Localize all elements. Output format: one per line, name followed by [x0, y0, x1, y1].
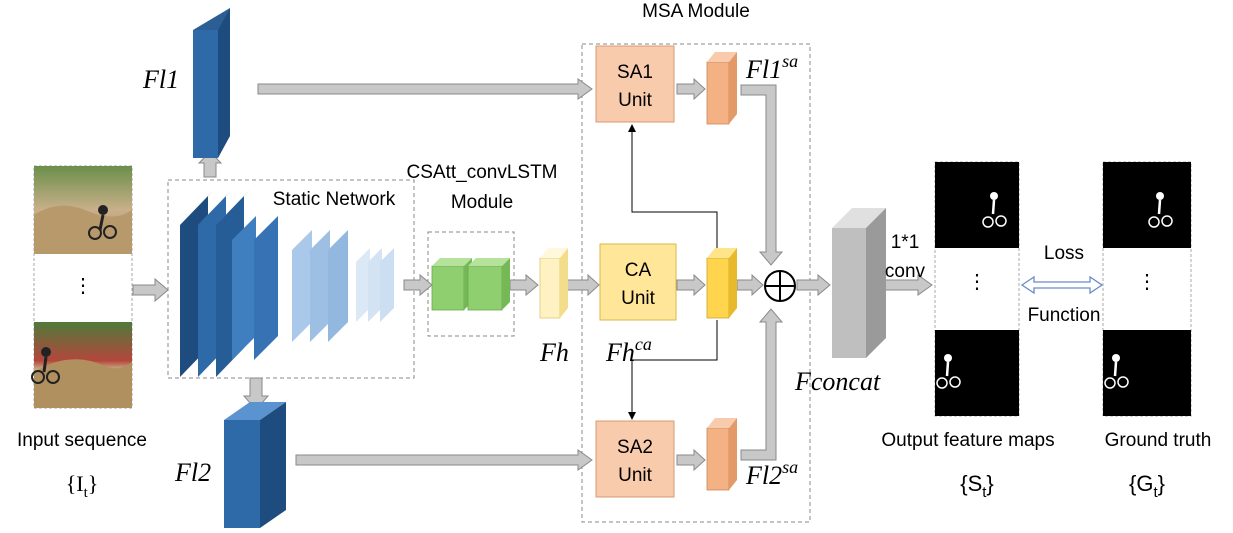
- svg-text:{St}: {St}: [960, 471, 994, 501]
- ca-unit-line1: CA: [625, 260, 652, 281]
- ground-truth-symbol: {Gt}: [1129, 471, 1165, 501]
- fhca-feature-block: [706, 248, 737, 319]
- function-label: Function: [1028, 305, 1101, 326]
- output-symbol: {St}: [960, 471, 994, 501]
- attention-connectors: [628, 124, 718, 420]
- ca-unit: [599, 243, 677, 321]
- input-sequence-stack: ⋮: [31, 165, 133, 409]
- fl1-feature-block: [193, 2, 240, 158]
- fl2-label: Fl2: [174, 458, 211, 487]
- fl2sa-feature-block: [706, 418, 737, 491]
- fl1sa-label: Fl1sa: [745, 51, 798, 84]
- csatt-module-title-1: CSAtt_convLSTM: [407, 162, 558, 183]
- output-feature-maps-label: Output feature maps: [881, 430, 1054, 451]
- csatt-module-box: [427, 231, 515, 337]
- sa1-unit-line1: SA1: [617, 62, 653, 83]
- conv-block-3: [292, 226, 352, 342]
- static-network-box: [167, 179, 415, 379]
- static-network-title: Static Network: [273, 189, 396, 210]
- input-sequence-label: Input sequence: [17, 430, 147, 451]
- csatt-module-title-2: Module: [451, 192, 513, 213]
- conv-block-4: [356, 244, 398, 322]
- msa-module-title: MSA Module: [642, 1, 750, 22]
- input-symbol: {It}: [66, 471, 99, 501]
- fh-feature-block: [539, 248, 568, 319]
- static-network-layers: [180, 190, 398, 377]
- output-feature-maps: ⋮: [934, 161, 1020, 417]
- conv-block-2: [232, 212, 282, 360]
- sa2-unit-line2: Unit: [618, 465, 653, 486]
- input-ellipsis: ⋮: [73, 275, 93, 297]
- loss-double-arrow: [1020, 275, 1104, 295]
- fl1sa-feature-block: [706, 52, 737, 125]
- fh-label: Fh: [539, 338, 569, 367]
- output-map-top: [935, 162, 1019, 248]
- fl2sa-label: Fl2sa: [745, 457, 798, 490]
- output-map-bottom: [935, 330, 1019, 416]
- fhca-label: Fhca: [605, 334, 652, 367]
- conv-label-line1: 1*1: [891, 232, 920, 253]
- ground-truth-ellipsis: ⋮: [1137, 271, 1157, 293]
- sa1-unit: [595, 45, 675, 123]
- fconcat-label: Fconcat: [794, 367, 881, 396]
- fconcat-feature-block: [832, 208, 886, 358]
- loss-label: Loss: [1044, 243, 1084, 264]
- flow-arrows: [132, 77, 933, 472]
- fl2-feature-block: [224, 402, 286, 528]
- svg-text:{It}: {It}: [66, 471, 99, 501]
- conv-label-line2: conv: [885, 261, 926, 282]
- ground-truth-top: [1103, 162, 1191, 248]
- ground-truth-maps: ⋮: [1102, 161, 1192, 417]
- svg-text:{Gt}: {Gt}: [1129, 471, 1165, 501]
- sum-operator-icon: [764, 270, 796, 302]
- output-ellipsis: ⋮: [967, 271, 987, 293]
- sa1-unit-line2: Unit: [618, 90, 653, 111]
- ground-truth-label: Ground truth: [1105, 430, 1212, 451]
- fl1-label: Fl1: [142, 65, 179, 94]
- sa2-unit-line1: SA2: [617, 437, 653, 458]
- sa2-unit: [595, 420, 675, 498]
- ground-truth-bottom: [1103, 330, 1191, 416]
- ca-unit-line2: Unit: [621, 288, 656, 309]
- convlstm-cells: [431, 258, 510, 311]
